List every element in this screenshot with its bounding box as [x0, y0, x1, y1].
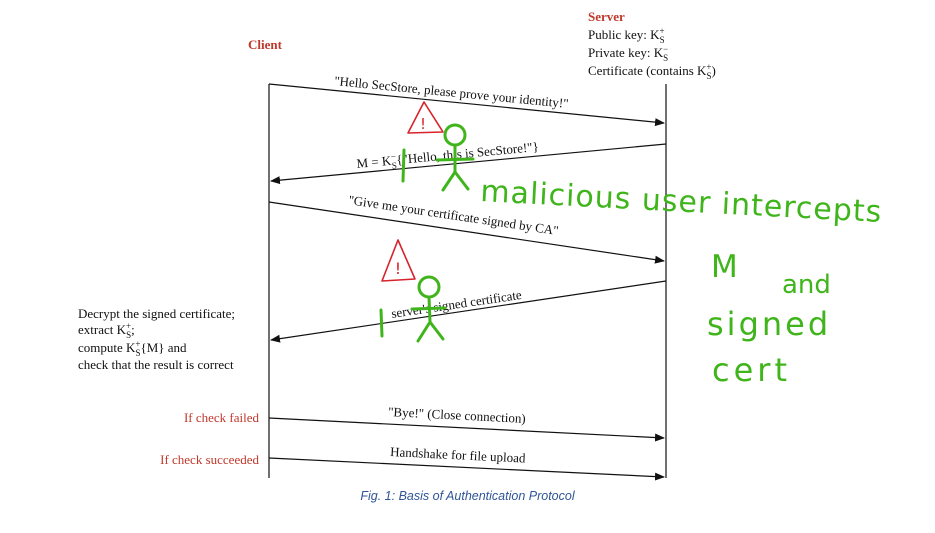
note-line-2-sup: +	[126, 321, 131, 331]
message-arrow-3	[268, 201, 665, 264]
figure-caption: Fig. 1: Basis of Authentication Protocol	[360, 489, 575, 503]
message-2-prefix: M = K	[356, 153, 393, 171]
message-2-sub: S	[391, 160, 397, 170]
note-line-3-text: compute K	[78, 340, 136, 355]
certificate-end: )	[712, 63, 716, 78]
private-key-text: Private key: K	[588, 45, 664, 60]
warning-triangle-icon: !	[381, 239, 416, 282]
message-label-1: "Hello SecStore, please prove your ident…	[334, 73, 570, 111]
message-label-5: "Bye!" (Close connection)	[388, 404, 526, 426]
server-public-key: Public key: K+S	[588, 26, 665, 45]
private-key-sub: S	[663, 53, 668, 63]
client-note-line-1: Decrypt the signed certificate;	[78, 306, 235, 321]
message-label-6: Handshake for file upload	[390, 444, 526, 466]
warning-exclamation: !	[395, 259, 401, 278]
certificate-text: Certificate (contains K	[588, 63, 707, 78]
note-line-2-end: ;	[131, 322, 135, 337]
note-line-2-sub: S	[126, 330, 131, 340]
server-private-key: Private key: K−S	[588, 44, 668, 63]
note-line-2-text: extract K	[78, 322, 127, 337]
client-note-line-4: check that the result is correct	[78, 357, 234, 372]
handwritten-note-line-3: signed	[707, 305, 831, 343]
note-line-3-end: {M} and	[141, 340, 188, 355]
warning-triangle-icon: !	[407, 101, 444, 134]
condition-succeeded: If check succeeded	[160, 452, 259, 467]
message-arrow-2	[270, 143, 667, 185]
handwritten-note-line-2a: M	[711, 249, 738, 285]
message-label-4: server's signed certificate	[390, 287, 523, 321]
server-label: Server	[588, 9, 625, 24]
certificate-sup: +	[706, 62, 711, 72]
client-label: Client	[248, 37, 283, 52]
public-key-sub: S	[660, 35, 665, 45]
message-arrow-6	[268, 457, 665, 481]
message-arrow-1	[268, 83, 665, 127]
handwritten-note-line-4: cert	[712, 351, 791, 389]
certificate-sub: S	[706, 71, 711, 81]
condition-failed: If check failed	[184, 410, 260, 425]
message-arrow-4	[270, 280, 667, 343]
note-line-3-sup: +	[135, 339, 140, 349]
public-key-sup: +	[660, 26, 665, 36]
private-key-sup: −	[663, 44, 668, 54]
message-2-sup: −	[390, 151, 396, 161]
warning-exclamation: !	[420, 115, 426, 133]
intruder-figure-icon	[401, 123, 475, 192]
intruder-figure-icon	[379, 275, 447, 343]
handwritten-note-line-2b: and	[782, 270, 831, 300]
client-note-line-3: compute K+S{M} and	[78, 339, 187, 358]
note-line-3-sub: S	[135, 348, 140, 358]
server-certificate: Certificate (contains K+S)	[588, 62, 716, 81]
client-note-line-2: extract K+S;	[78, 321, 135, 340]
public-key-text: Public key: K	[588, 27, 660, 42]
message-arrow-5	[268, 417, 665, 442]
